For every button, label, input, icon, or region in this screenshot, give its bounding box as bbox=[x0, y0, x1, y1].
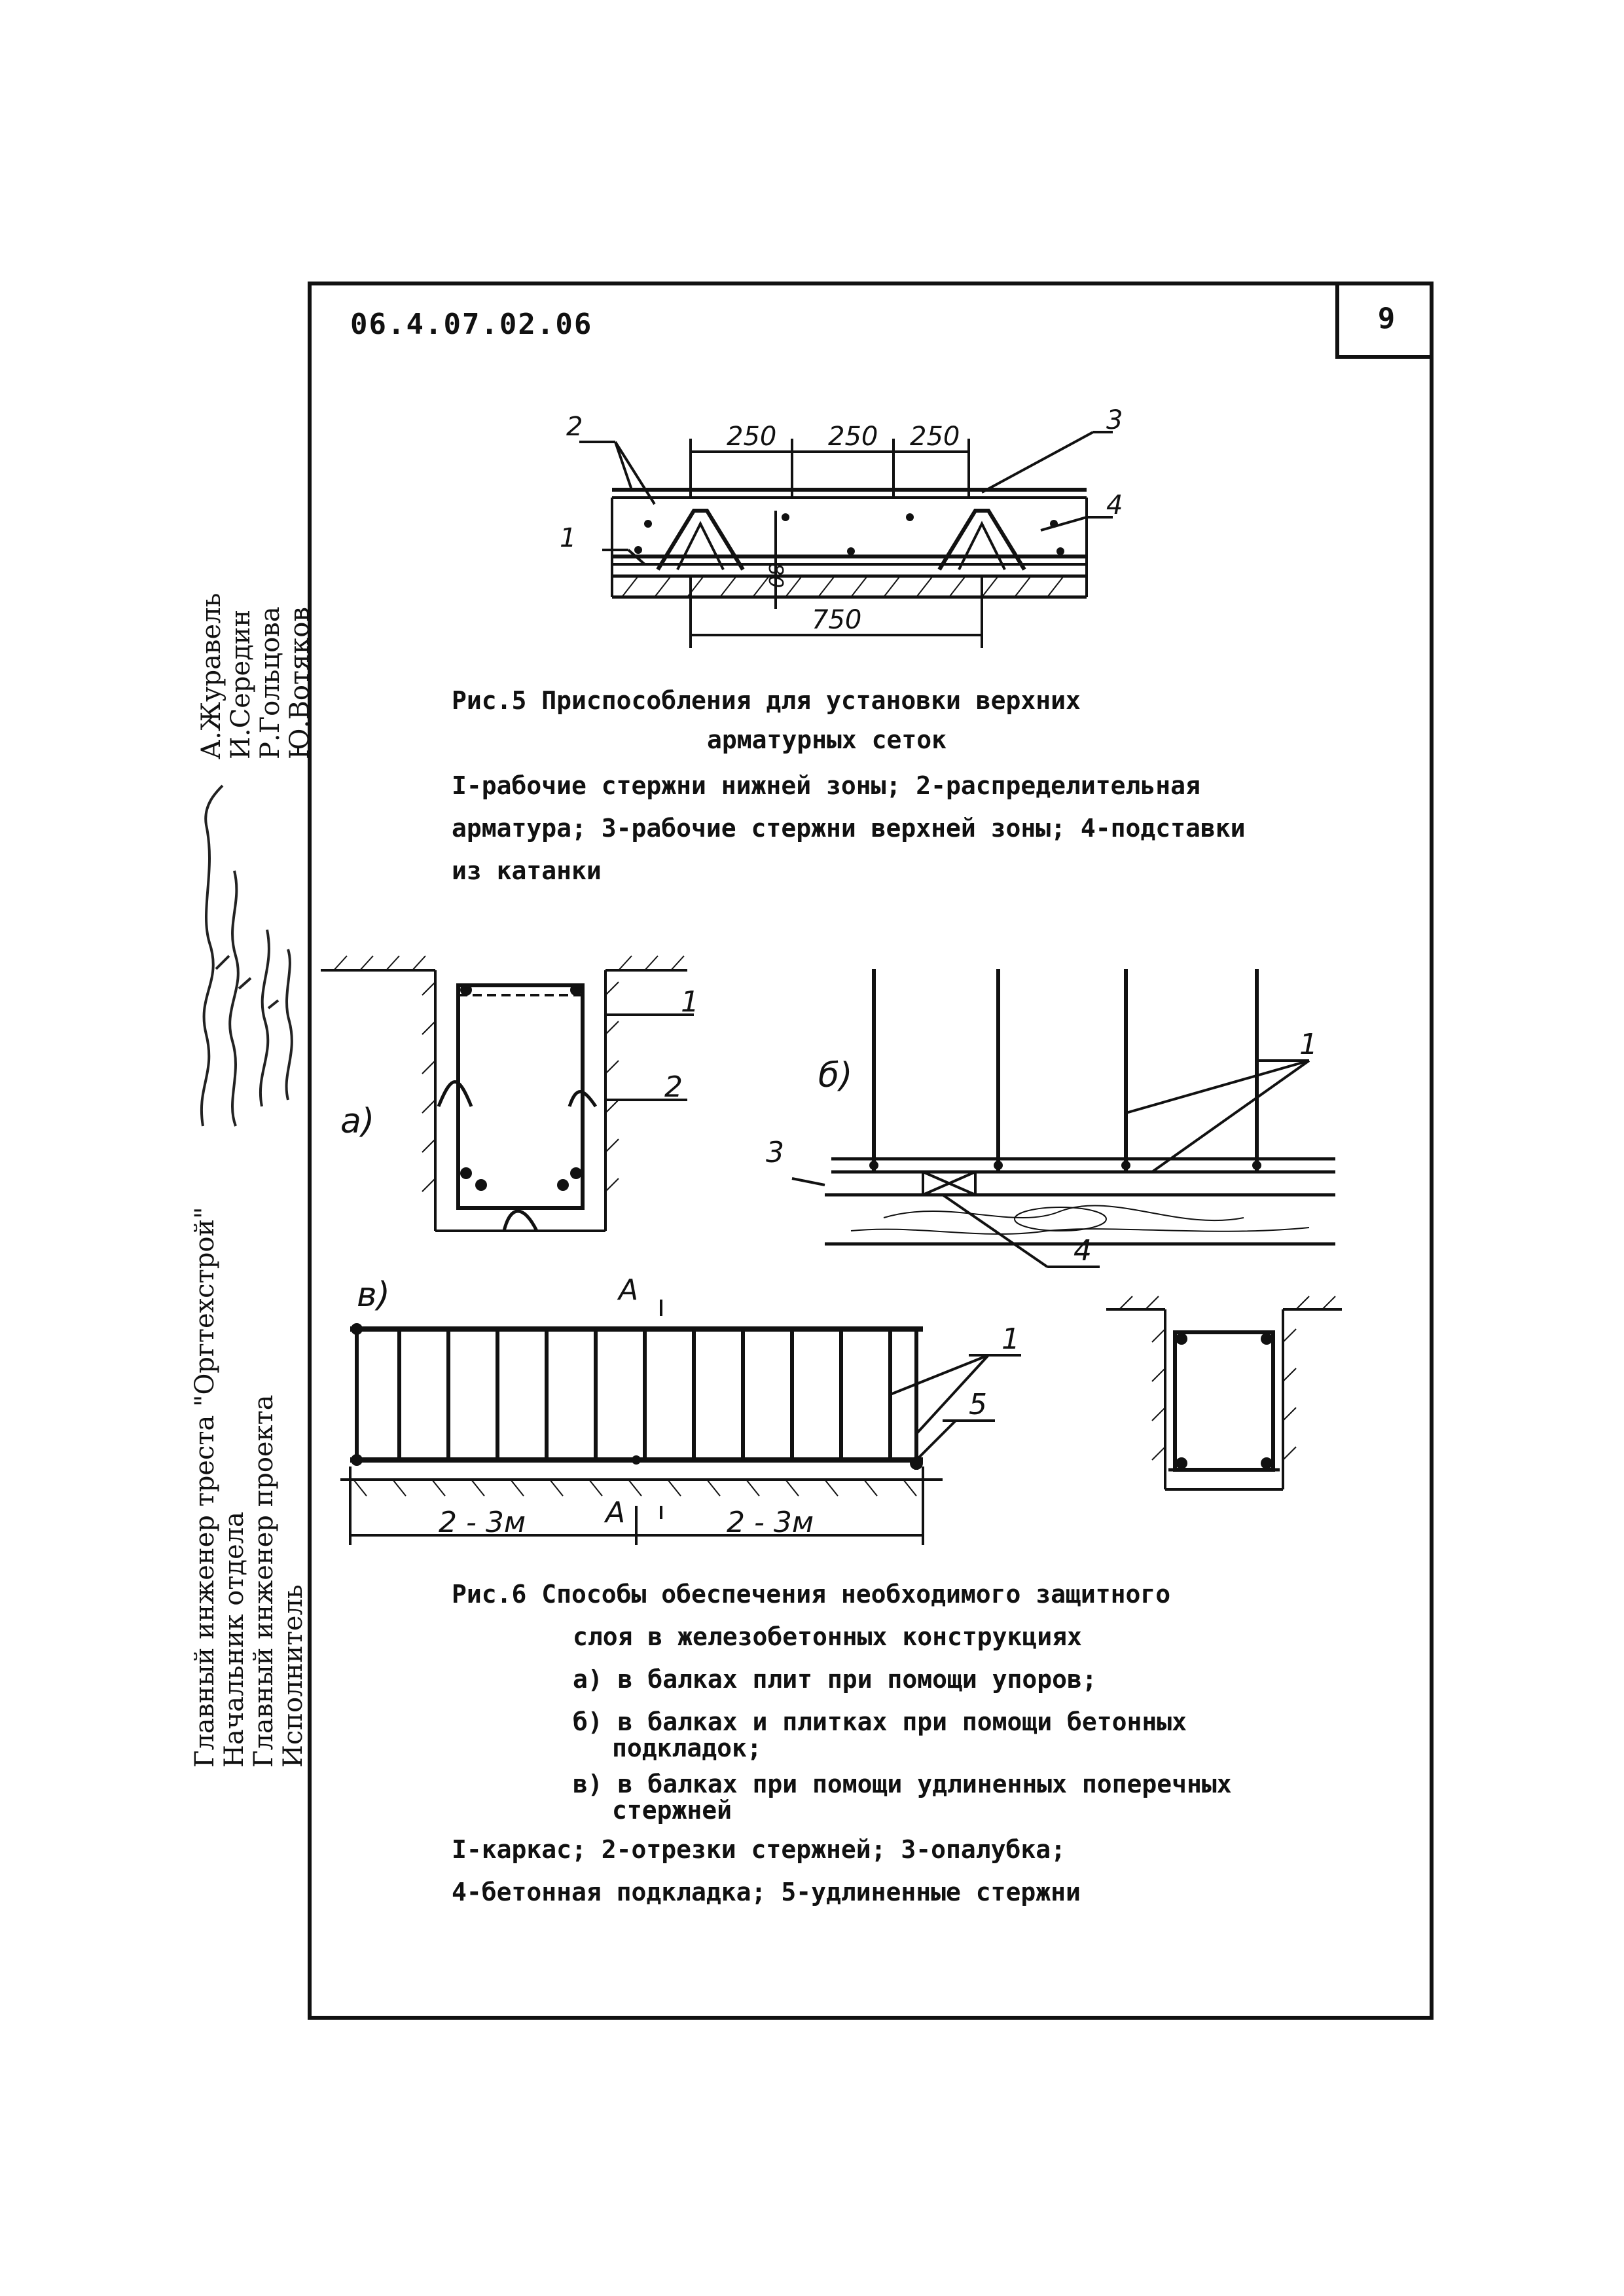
fig5-label-4: 4 bbox=[1106, 490, 1123, 520]
fig6-v-label-1: 1 bbox=[1001, 1322, 1020, 1356]
fig5-dim-80: 80 bbox=[764, 563, 787, 588]
fig6-b-label-3: 3 bbox=[766, 1136, 784, 1169]
fig5-dim-750: 750 bbox=[812, 605, 861, 635]
fig6-item-v-line-1: в) в балках при помощи удлиненных попере… bbox=[573, 1770, 1232, 1798]
fig5-caption-line-2: арматурных сеток bbox=[707, 725, 947, 754]
page-number: 9 bbox=[1335, 282, 1434, 359]
fig6-part-a-label: a) bbox=[340, 1102, 374, 1141]
fig5-drawing: 250 250 250 750 80 1 2 3 4 bbox=[560, 405, 1123, 648]
fig6-item-a: а) в балках плит при помощи упоров; bbox=[573, 1665, 1097, 1694]
fig5-dim-250-c: 250 bbox=[910, 422, 960, 452]
fig6-b-label-1: 1 bbox=[1299, 1028, 1318, 1061]
fig5-dim-250-a: 250 bbox=[727, 422, 776, 452]
fig6-legend-line-2: 4-бетонная подкладка; 5-удлиненные стерж… bbox=[452, 1878, 1081, 1906]
fig5-label-1: 1 bbox=[560, 523, 576, 553]
fig6-b-label-4: 4 bbox=[1074, 1234, 1092, 1267]
fig6-item-b-line-2: подкладок; bbox=[612, 1734, 762, 1762]
fig5-legend-line-2: арматура; 3-рабочие стержни верхней зоны… bbox=[452, 814, 1246, 843]
fig5-label-3: 3 bbox=[1106, 405, 1123, 435]
fig6-drawing: a) б) в) A A 2 - 3м 2 - 3м 1 2 3 4 1 1 5 bbox=[321, 955, 1342, 1545]
fig6-section-mark-bottom: A bbox=[604, 1496, 625, 1529]
fig6-legend-line-1: I-каркас; 2-отрезки стержней; 3-опалубка… bbox=[452, 1835, 1066, 1864]
page-frame bbox=[308, 282, 1434, 2020]
fig6-caption-line-2: слоя в железобетонных конструкциях bbox=[573, 1622, 1082, 1651]
fig6-part-v-label: в) bbox=[357, 1275, 390, 1315]
fig6-item-v-line-2: стержней bbox=[612, 1796, 732, 1825]
handwritten-signatures bbox=[200, 784, 293, 1127]
fig5-caption-line-1: Рис.5 Приспособления для установки верхн… bbox=[452, 686, 1081, 715]
fig6-section-mark-top: A bbox=[617, 1273, 638, 1307]
fig6-a-label-2: 2 bbox=[664, 1070, 683, 1104]
fig5-legend-line-1: I-рабочие стержни нижней зоны; 2-распред… bbox=[452, 771, 1200, 800]
fig6-caption-line-1: Рис.6 Способы обеспечения необходимого з… bbox=[452, 1580, 1171, 1609]
fig5-legend-line-3: из катанки bbox=[452, 856, 602, 885]
fig6-dim-left: 2 - 3м bbox=[439, 1506, 526, 1539]
fig6-part-b-label: б) bbox=[818, 1056, 852, 1095]
fig6-dim-right: 2 - 3м bbox=[727, 1506, 814, 1539]
fig6-v-label-5: 5 bbox=[969, 1388, 987, 1421]
fig6-a-label-1: 1 bbox=[681, 985, 699, 1019]
fig6-item-b-line-1: б) в балках и плитках при помощи бетонны… bbox=[573, 1707, 1187, 1736]
fig5-label-2: 2 bbox=[566, 412, 583, 442]
document-code: 06.4.07.02.06 bbox=[350, 308, 593, 341]
fig5-dim-250-b: 250 bbox=[828, 422, 878, 452]
